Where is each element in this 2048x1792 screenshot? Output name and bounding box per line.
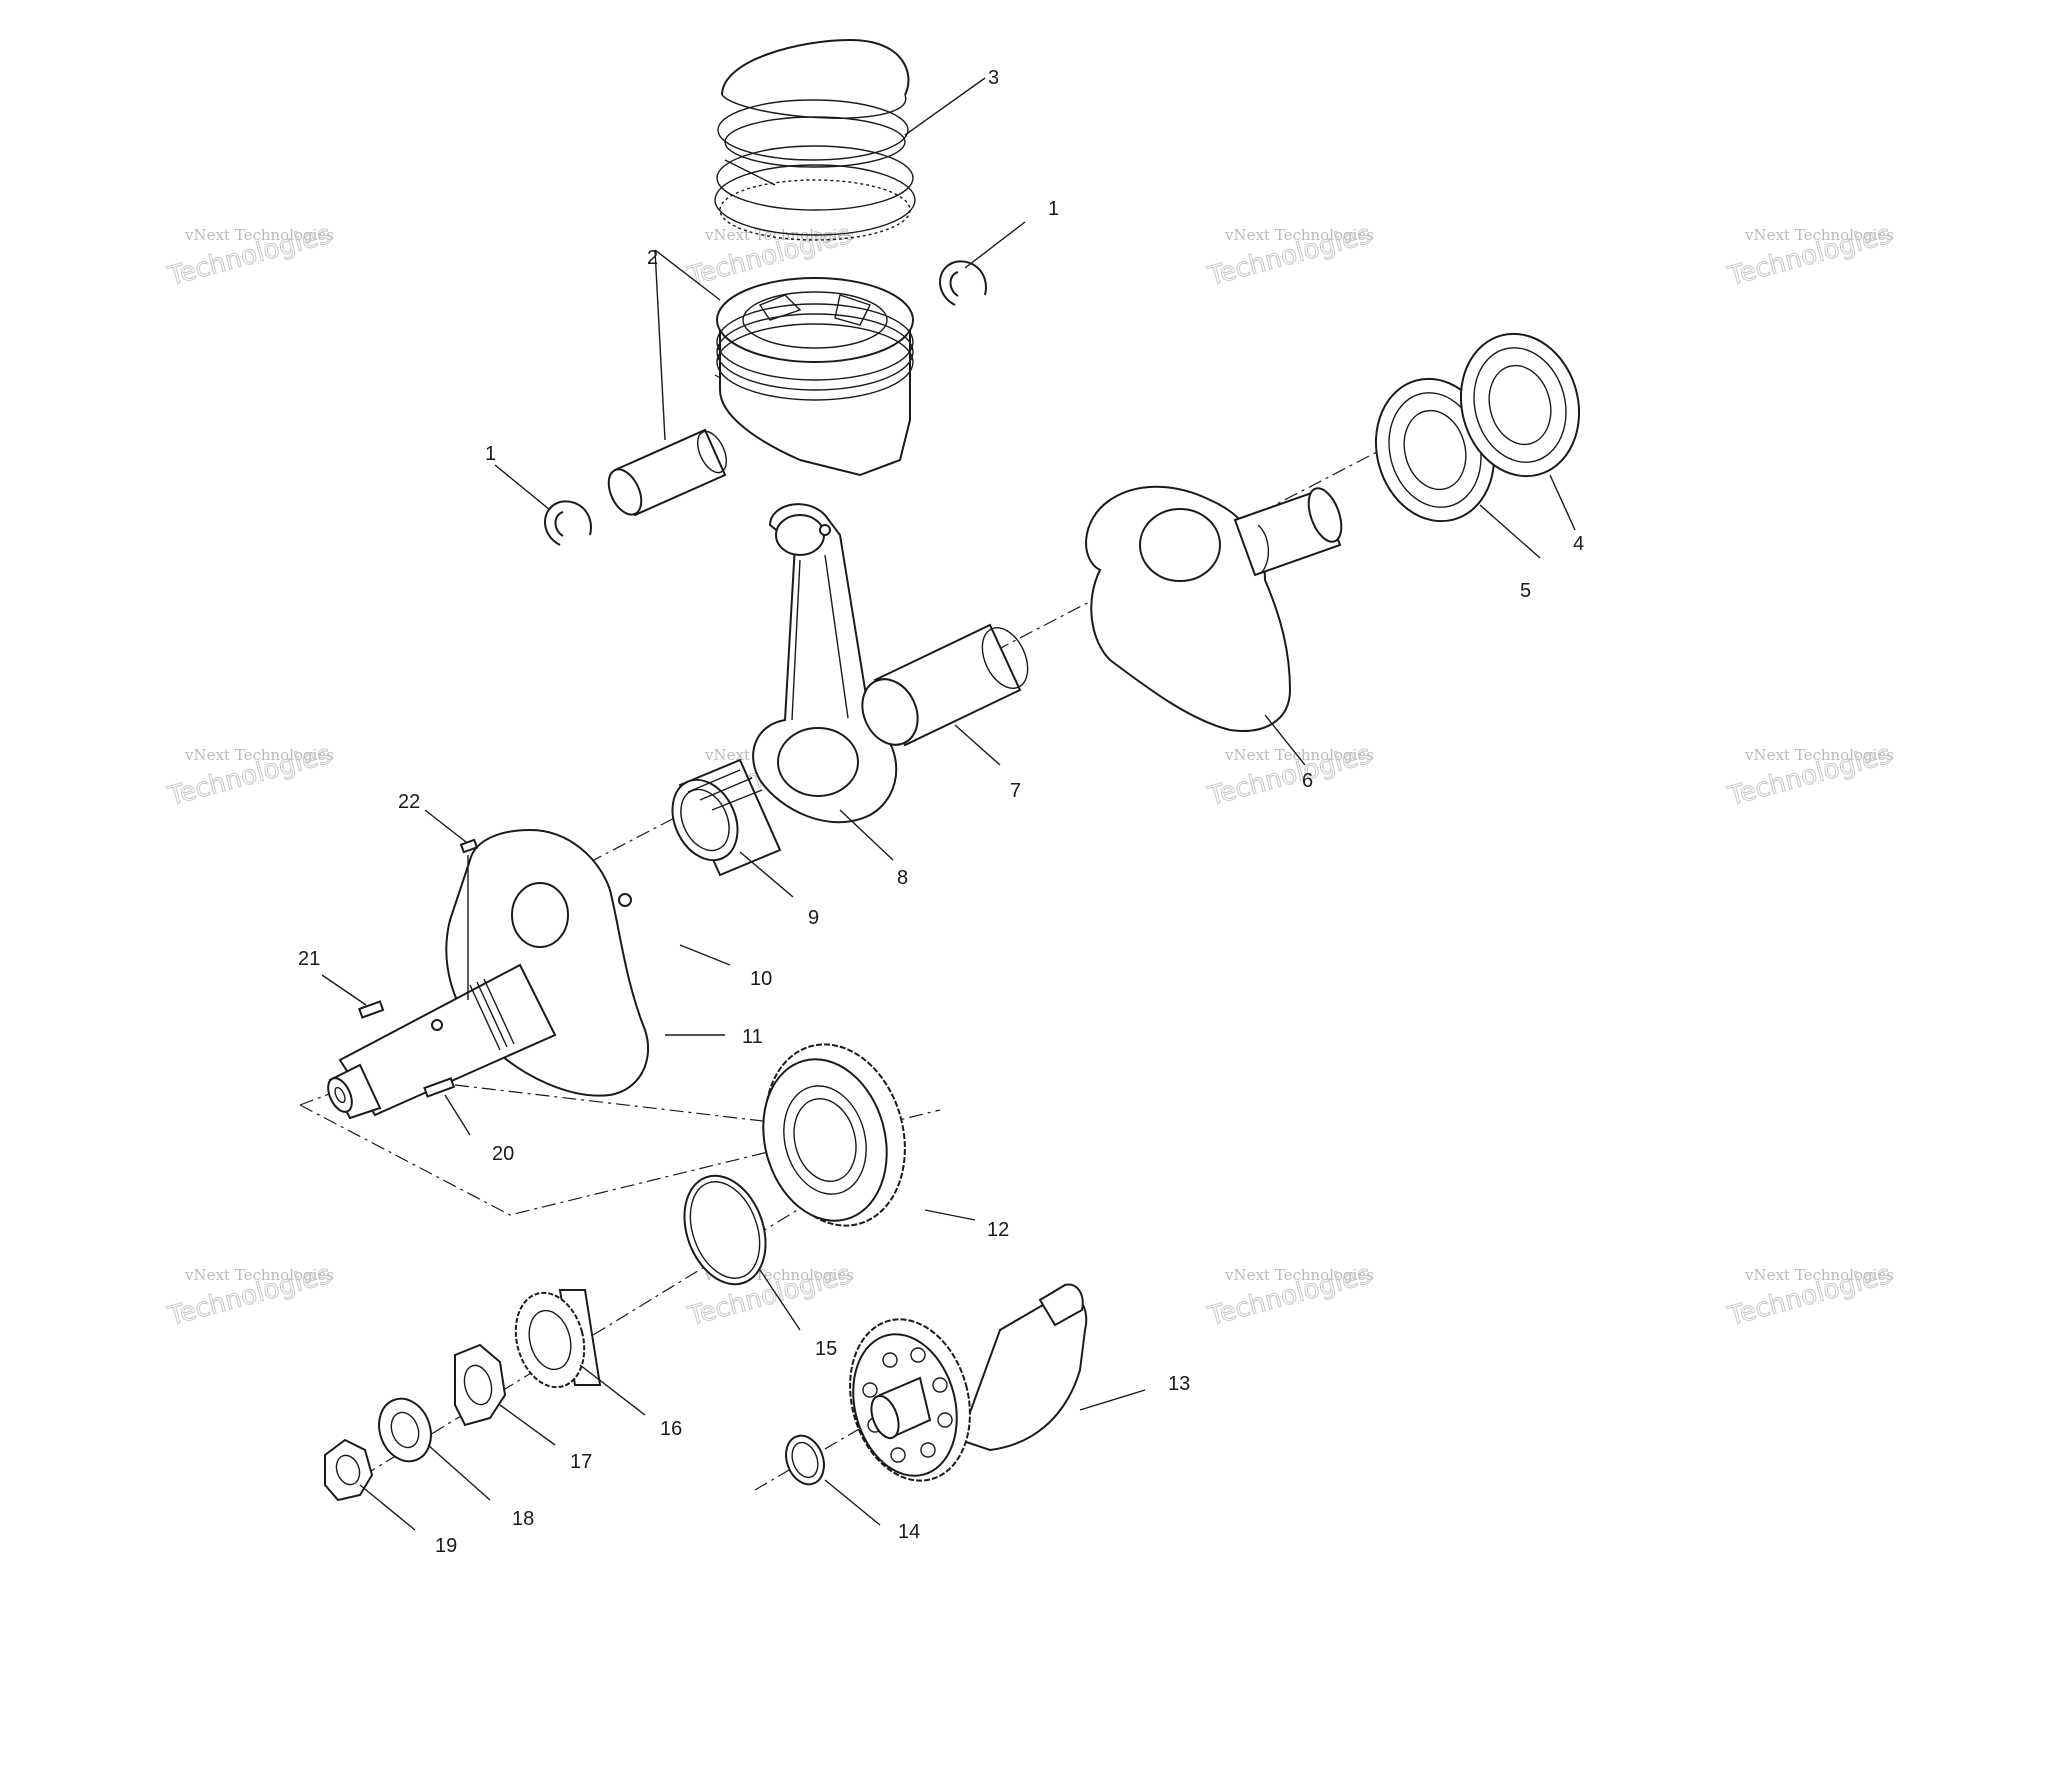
callout-17: 17: [570, 1451, 592, 1473]
watermark-text: vNext Technologies: [1744, 746, 1894, 764]
plug-ball-10: [618, 893, 632, 907]
leader-22: [424, 809, 467, 843]
balancer-shaft: [849, 1283, 1088, 1482]
shaft-key-axis-line: [454, 1084, 841, 1131]
circlip-upper: [939, 260, 987, 306]
callout-12: 12: [987, 1219, 1009, 1241]
needle-bearing: [671, 758, 782, 877]
callout-6: 6: [1302, 770, 1313, 792]
leader-16: [579, 1364, 646, 1416]
piston-pin: [607, 428, 728, 517]
dowel-pin-20: [423, 1077, 456, 1098]
callout-8: 8: [897, 867, 908, 889]
washer: [378, 1397, 432, 1463]
small-washer: [785, 1434, 825, 1486]
leader-12: [924, 1209, 976, 1221]
watermark: vNext Technologies Technologies: [164, 739, 335, 812]
leader-4: [1549, 474, 1576, 531]
callout-10: 10: [750, 968, 772, 990]
callout-labels: 1 1 2 3 4 5 6 7 8 9 10 11 12 13 14 15 16…: [298, 67, 1584, 1557]
drive-gear: [762, 1043, 906, 1227]
watermark: vNext Technologies Technologies: [1204, 739, 1375, 812]
leader-15: [759, 1269, 801, 1331]
watermark: vNext Technologies Technologies: [1724, 739, 1895, 812]
watermark-layer: vNext Technologies Technologies vNext Te…: [164, 219, 1895, 1332]
crank-pin: [861, 623, 1029, 747]
watermark-text: vNext Technologies: [1744, 226, 1894, 244]
leader-17: [499, 1404, 556, 1446]
callout-18: 18: [512, 1508, 534, 1530]
key-21: [358, 1000, 385, 1019]
connecting-rod: [752, 503, 898, 824]
callout-4: 4: [1573, 533, 1584, 555]
lock-nut: [454, 1343, 507, 1427]
callout-1-upper: 1: [1048, 198, 1059, 220]
watermark-text: vNext Technologies: [1224, 746, 1374, 764]
watermark-text: vNext Technologies: [1224, 1266, 1374, 1284]
leader-19: [359, 1484, 416, 1531]
bearing-axis-line: [1164, 439, 1401, 563]
watermark-text: vNext Technologies: [184, 1266, 334, 1284]
leader-9: [739, 851, 794, 898]
callout-22: 22: [398, 791, 420, 813]
main-bearing-4: [1459, 332, 1581, 478]
leader-lines: [321, 77, 1576, 1531]
leader-14: [824, 1479, 881, 1526]
leader-10: [679, 944, 731, 966]
callout-15: 15: [815, 1338, 837, 1360]
callout-3: 3: [988, 67, 999, 89]
leader-5: [1479, 504, 1541, 559]
leader-20: [444, 1094, 471, 1136]
callout-21: 21: [298, 948, 320, 970]
leader-1-lower: [494, 464, 551, 511]
watermark-text: vNext Technologies: [184, 746, 334, 764]
callout-14: 14: [898, 1521, 920, 1543]
watermark: vNext Technologies Technologies: [1724, 1259, 1895, 1332]
leader-2b: [654, 249, 666, 441]
leader-7: [954, 724, 1001, 766]
callout-1-lower: 1: [485, 443, 496, 465]
watermark: vNext Technologies Technologies: [164, 1259, 335, 1332]
callout-5: 5: [1520, 580, 1531, 602]
leader-8: [839, 809, 894, 861]
callout-2: 2: [647, 247, 658, 269]
watermark: vNext Technologies Technologies: [164, 219, 335, 292]
leader-6: [1264, 714, 1306, 766]
hex-nut: [324, 1438, 374, 1502]
watermark-text: vNext Technologies: [1744, 1266, 1894, 1284]
piston-rings: [714, 38, 916, 241]
leader-1-upper: [964, 221, 1026, 269]
callout-16: 16: [660, 1418, 682, 1440]
leader-3: [904, 77, 986, 136]
callout-9: 9: [808, 907, 819, 929]
callout-19: 19: [435, 1535, 457, 1557]
leader-21: [321, 974, 367, 1006]
crank-half-right: [1085, 485, 1343, 732]
thrust-washer: [683, 1174, 767, 1286]
watermark: vNext Technologies Technologies: [1204, 219, 1375, 292]
leader-2a: [654, 249, 721, 301]
watermark: vNext Technologies Technologies: [1204, 1259, 1375, 1332]
callout-7: 7: [1010, 780, 1021, 802]
piston: [716, 277, 914, 477]
callout-13: 13: [1168, 1373, 1190, 1395]
watermark-text: vNext Technologies: [1224, 226, 1374, 244]
leader-13: [1079, 1389, 1146, 1411]
watermark-text: vNext Technologies: [184, 226, 334, 244]
leader-18: [427, 1444, 491, 1501]
timing-gear: [514, 1289, 602, 1389]
watermark: vNext Technologies Technologies: [1724, 219, 1895, 292]
crank-half-left: [327, 828, 650, 1120]
callout-20: 20: [492, 1143, 514, 1165]
circlip-lower: [544, 500, 592, 546]
key-22: [459, 838, 479, 854]
callout-11: 11: [742, 1026, 763, 1048]
